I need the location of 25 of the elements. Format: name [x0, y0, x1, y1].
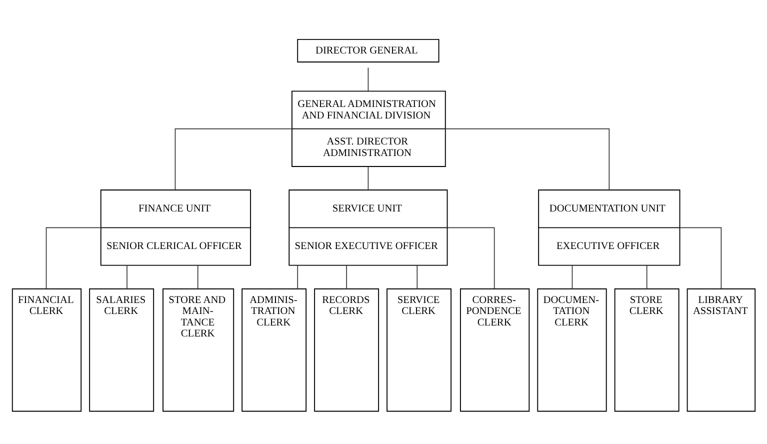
connector	[646, 264, 648, 289]
node-box: FINANCIAL CLERK	[12, 288, 82, 412]
connector	[126, 264, 128, 289]
node-box: DOCUMEN- TATION CLERK	[537, 288, 607, 412]
connector	[297, 264, 298, 289]
node-box: ADMINIS- TRATION CLERK	[242, 288, 307, 412]
connector	[416, 264, 418, 289]
connector	[368, 66, 369, 91]
node-box: STORE AND MAIN- TANCE CLERK	[162, 288, 234, 412]
node-box: CORRES- PONDENCE CLERK	[460, 288, 530, 412]
node-box: RECORDS CLERK	[314, 288, 380, 412]
connector	[368, 166, 369, 190]
node-box: SERVICE CLERK	[386, 288, 452, 412]
connector	[446, 226, 495, 288]
connector	[679, 226, 722, 288]
connector	[444, 128, 610, 190]
connector	[197, 264, 198, 289]
node-box: SALARIES CLERK	[89, 288, 154, 412]
connector	[46, 226, 101, 288]
node-box: DIRECTOR GENERAL	[297, 38, 440, 62]
connector	[346, 264, 347, 289]
connector	[572, 264, 573, 289]
node-box: STORE CLERK	[614, 288, 680, 412]
connector	[174, 128, 292, 190]
node-box: LIBRARY ASSISTANT	[686, 288, 756, 412]
